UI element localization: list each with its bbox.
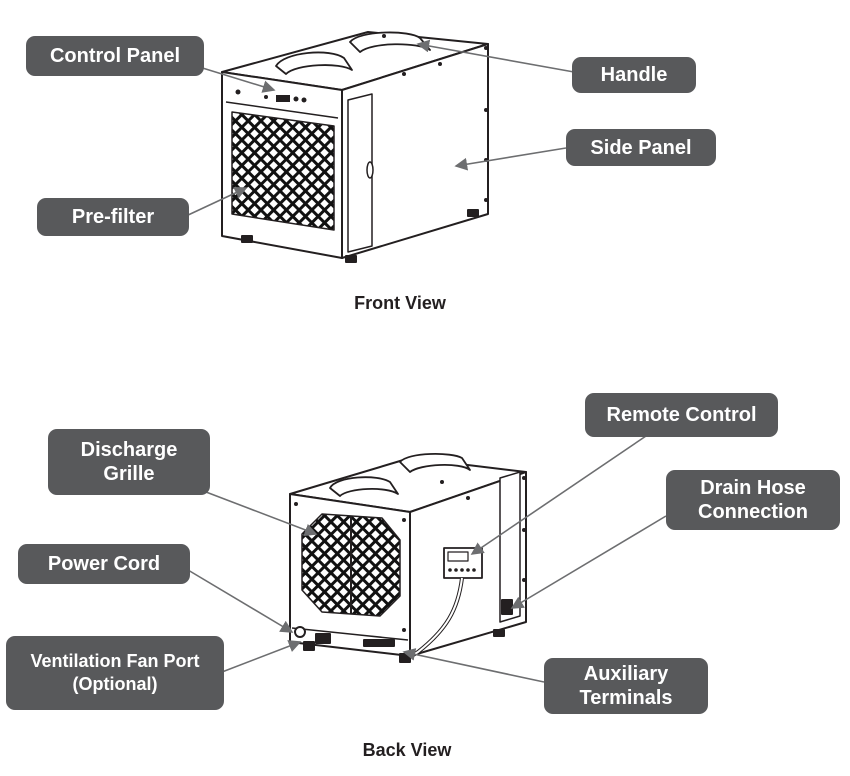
control-panel-label: Control Panel <box>26 36 204 76</box>
side-panel-label: Side Panel <box>566 129 716 166</box>
front-view-caption: Front View <box>354 293 446 313</box>
discharge-grille-label: Discharge Grille <box>48 429 210 495</box>
drain-hose-connection-label: Drain Hose Connection <box>666 470 840 530</box>
remote-control-label: Remote Control <box>585 393 778 437</box>
power-cord-label: Power Cord <box>18 544 190 584</box>
auxiliary-terminals-label: Auxiliary Terminals <box>544 658 708 714</box>
back-view-caption: Back View <box>362 740 452 760</box>
ventilation-fan-port-label: Ventilation Fan Port (Optional) <box>6 636 224 710</box>
handle-label: Handle <box>572 57 696 93</box>
front-view-unit <box>221 31 489 263</box>
pre-filter-label: Pre-filter <box>37 198 189 236</box>
leader-lines <box>185 39 667 683</box>
back-view-unit <box>289 453 527 663</box>
